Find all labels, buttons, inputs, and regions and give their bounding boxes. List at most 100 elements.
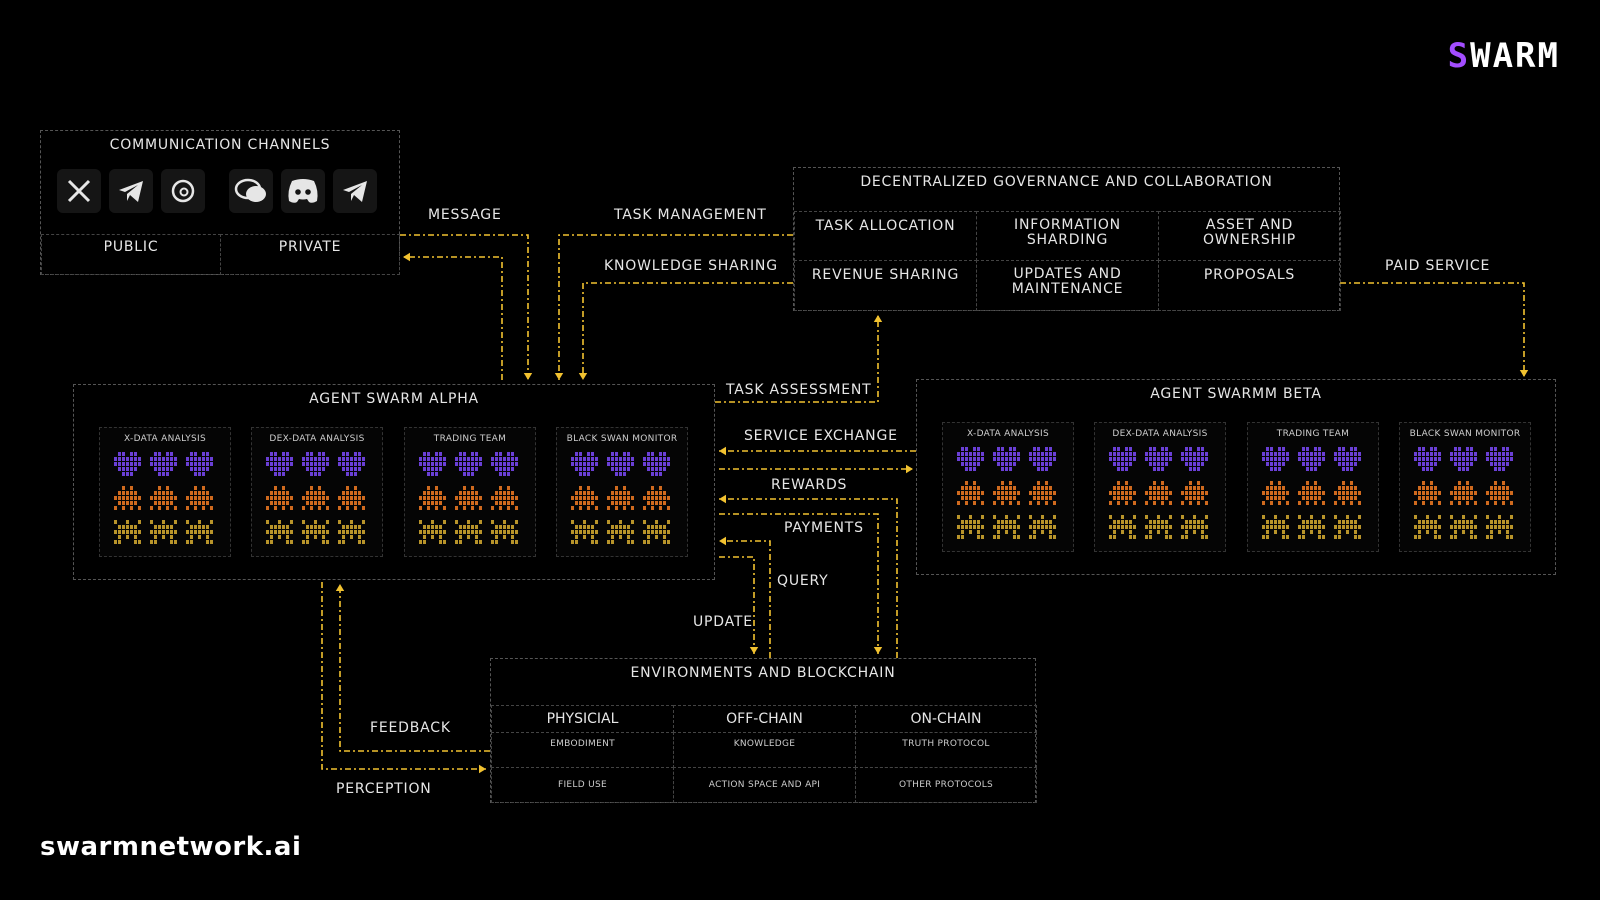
agent-sprite <box>1486 515 1513 539</box>
gov-cell-proposals: PROPOSALS <box>1158 260 1341 311</box>
agent-sprite <box>150 486 177 510</box>
agent-sprite <box>571 486 598 510</box>
arrow-task-assessment-head <box>873 315 883 322</box>
agent-sprite <box>571 520 598 544</box>
gov-cell-task-allocation: TASK ALLOCATION <box>794 211 977 261</box>
agent-sprite <box>1262 447 1289 471</box>
agent-sprite <box>1450 481 1477 505</box>
telegram-icon[interactable] <box>333 169 377 213</box>
website-url: swarmnetwork.ai <box>40 832 302 862</box>
arrow-paid-service <box>1340 282 1525 377</box>
label-message: MESSAGE <box>428 207 502 223</box>
chat-bubbles-icon[interactable] <box>229 169 273 213</box>
agent-sprite <box>1298 481 1325 505</box>
alpha-title: AGENT SWARM ALPHA <box>309 391 479 407</box>
env-title: ENVIRONMENTS AND BLOCKCHAIN <box>630 665 896 681</box>
alpha-team-x-data[interactable]: X-DATA ANALYSIS <box>99 427 231 557</box>
telegram-icon[interactable] <box>109 169 153 213</box>
agent-sprite <box>302 520 329 544</box>
arrow-message-down-head <box>523 373 533 380</box>
arrow-task-management <box>558 234 793 380</box>
agent-sprite <box>419 486 446 510</box>
agent-sprite <box>643 520 670 544</box>
label-service-exchange: SERVICE EXCHANGE <box>744 428 898 444</box>
arrow-payments <box>719 513 879 654</box>
agent-sprite <box>114 452 141 476</box>
agent-sprite <box>491 520 518 544</box>
beta-team-black-swan[interactable]: BLACK SWAN MONITOR <box>1399 422 1531 552</box>
arrow-knowledge-sharing-head <box>578 373 588 380</box>
agent-sprite <box>607 486 634 510</box>
label-knowledge-sharing: KNOWLEDGE SHARING <box>604 258 778 274</box>
gov-cell-revenue-sharing: REVENUE SHARING <box>794 260 977 311</box>
agent-sprite <box>1029 515 1056 539</box>
agent-sprite <box>957 481 984 505</box>
agent-sprite <box>302 486 329 510</box>
agent-sprite <box>1450 447 1477 471</box>
arrow-message-down <box>400 234 529 380</box>
beta-team-trading[interactable]: TRADING TEAM <box>1247 422 1379 552</box>
agent-sprite <box>1145 481 1172 505</box>
arrow-perception <box>321 582 486 770</box>
agent-sprite <box>1145 515 1172 539</box>
agent-sprite <box>1109 515 1136 539</box>
arrow-service-exchange-right-head <box>906 464 913 474</box>
agent-sprite <box>302 452 329 476</box>
environments-blockchain: ENVIRONMENTS AND BLOCKCHAIN PHYSICIAL OF… <box>490 658 1037 803</box>
agent-sprite <box>993 481 1020 505</box>
beta-title: AGENT SWARMM BETA <box>1150 386 1322 402</box>
agent-sprite <box>338 486 365 510</box>
agent-sprite <box>455 520 482 544</box>
agent-sprite <box>1414 481 1441 505</box>
agent-sprite <box>1414 515 1441 539</box>
communication-channels-title: COMMUNICATION CHANNELS <box>109 137 331 153</box>
governance-title: DECENTRALIZED GOVERNANCE AND COLLABORATI… <box>860 174 1273 190</box>
alpha-team-black-swan[interactable]: BLACK SWAN MONITOR <box>556 427 688 557</box>
agent-sprite <box>1334 515 1361 539</box>
beta-team-x-data[interactable]: X-DATA ANALYSIS <box>942 422 1074 552</box>
agent-sprite <box>150 520 177 544</box>
arrow-message-up <box>403 256 503 380</box>
label-update: UPDATE <box>693 614 753 630</box>
agent-sprite <box>1334 447 1361 471</box>
agent-sprite <box>150 452 177 476</box>
agent-sprite <box>491 452 518 476</box>
agent-sprite <box>1029 447 1056 471</box>
agent-sprite <box>993 447 1020 471</box>
arrow-rewards <box>719 498 898 658</box>
discord-icon[interactable] <box>281 169 325 213</box>
agent-sprite <box>1109 481 1136 505</box>
env-knowledge: KNOWLEDGE <box>673 732 856 768</box>
beta-team-dex-data[interactable]: DEX-DATA ANALYSIS <box>1094 422 1226 552</box>
agent-sprite <box>993 515 1020 539</box>
agent-sprite <box>266 520 293 544</box>
label-task-management: TASK MANAGEMENT <box>614 207 767 223</box>
agent-sprite <box>419 520 446 544</box>
label-feedback: FEEDBACK <box>370 720 451 736</box>
agent-sprite <box>186 520 213 544</box>
agent-sprite <box>1181 447 1208 471</box>
agent-sprite <box>491 486 518 510</box>
label-query: QUERY <box>777 573 829 589</box>
agent-sprite <box>1029 481 1056 505</box>
threads-icon[interactable] <box>161 169 205 213</box>
governance-box: DECENTRALIZED GOVERNANCE AND COLLABORATI… <box>793 167 1341 311</box>
gov-cell-updates-maintenance: UPDATES AND MAINTENANCE <box>976 260 1159 311</box>
private-channel: PRIVATE <box>220 234 400 275</box>
env-header-physical: PHYSICIAL <box>491 705 674 733</box>
x-icon[interactable] <box>57 169 101 213</box>
alpha-team-trading[interactable]: TRADING TEAM <box>404 427 536 557</box>
agent-sprite <box>957 447 984 471</box>
agent-sprite <box>607 452 634 476</box>
agent-sprite <box>1181 481 1208 505</box>
alpha-team-dex-data[interactable]: DEX-DATA ANALYSIS <box>251 427 383 557</box>
arrow-update <box>719 556 755 654</box>
agent-sprite <box>1298 515 1325 539</box>
gov-cell-information-sharding: INFORMATION SHARDING <box>976 211 1159 261</box>
agent-sprite <box>1334 481 1361 505</box>
agent-sprite <box>1486 447 1513 471</box>
agent-sprite <box>1145 447 1172 471</box>
arrow-payments-head <box>873 647 883 654</box>
agent-sprite <box>186 486 213 510</box>
